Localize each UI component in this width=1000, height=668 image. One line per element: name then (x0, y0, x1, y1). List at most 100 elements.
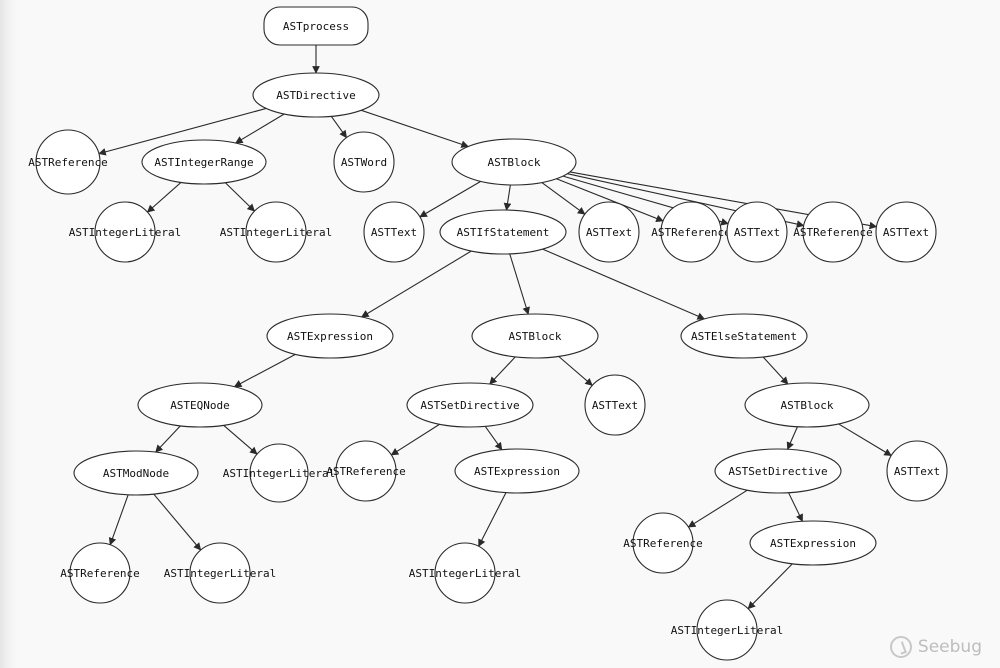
node-shape (726, 201, 788, 263)
node-label: ASTReference (651, 226, 730, 239)
tree-node: ASTReference (623, 512, 703, 574)
tree-node: ASTText (584, 374, 646, 436)
node-label: ASTElseStatement (691, 330, 797, 343)
node-shape (584, 374, 646, 436)
edge-n6-n9 (419, 180, 482, 218)
node-label: ASTIntegerLiteral (220, 226, 333, 239)
node-shape (245, 201, 307, 263)
edge-n27-n33 (788, 492, 803, 523)
node-label: ASTText (592, 399, 638, 412)
node-label: ASTIfStatement (457, 226, 550, 239)
tree-node: ASTText (363, 201, 425, 263)
tree-node: ASTReference (28, 129, 108, 195)
node-shape (875, 201, 937, 263)
edge-n18-n22 (762, 356, 789, 385)
node-label: ASTText (883, 226, 929, 239)
seebug-logo-icon (889, 636, 912, 658)
node-shape (252, 72, 380, 118)
node-label: ASTSetDirective (728, 465, 827, 478)
node-shape (141, 139, 267, 185)
edge-n2-n6 (361, 109, 469, 148)
watermark-text: Seebug (917, 637, 982, 657)
tree-node: ASTIfStatement (439, 209, 567, 255)
edge-n10-n18 (542, 248, 706, 320)
node-shape (333, 131, 395, 193)
node-shape (266, 313, 394, 359)
node-shape (189, 542, 251, 604)
node-label: ASTIntegerLiteral (69, 226, 182, 239)
watermark: Seebug (889, 636, 982, 658)
node-label: ASTIntegerRange (154, 156, 253, 169)
tree-node: ASTIntegerLiteral (164, 542, 276, 604)
edge-n16-n19 (233, 353, 296, 388)
node-shape (263, 6, 369, 46)
node-label: ASTIntegerLiteral (671, 624, 784, 637)
node-label: ASTprocess (283, 20, 349, 33)
node-label: ASTReference (28, 156, 107, 169)
edge-n6-n12 (556, 178, 664, 222)
tree-node: ASTReference (793, 201, 873, 263)
node-shape (454, 448, 580, 494)
node-label: ASTDirective (276, 89, 355, 102)
tree-node: ASTBlock (451, 138, 577, 186)
tree-node: ASTReference (651, 201, 731, 263)
node-label: ASTBlock (488, 156, 541, 169)
node-label: ASTReference (326, 465, 405, 478)
edge-n10-n17 (509, 253, 530, 315)
tree-node: ASTText (886, 440, 948, 502)
node-shape (439, 209, 567, 255)
node-shape (749, 520, 877, 566)
tree-node: ASTText (578, 201, 640, 263)
edge-n33-n34 (747, 563, 793, 610)
node-shape (69, 542, 131, 604)
tree-node: ASTExpression (454, 448, 580, 494)
tree-node: ASTExpression (749, 520, 877, 566)
tree-node: ASTBlock (744, 382, 870, 428)
node-shape (471, 313, 599, 359)
tree-node: ASTIntegerLiteral (220, 201, 333, 263)
node-shape (249, 443, 309, 503)
tree-node: ASTSetDirective (714, 448, 842, 494)
edge-n10-n16 (360, 250, 472, 318)
node-shape (680, 313, 808, 359)
tree-node: ASTReference (60, 542, 140, 604)
node-label: ASTEQNode (170, 399, 230, 412)
node-label: ASTExpression (287, 330, 373, 343)
node-shape (714, 448, 842, 494)
tree-node: ASTModNode (73, 450, 199, 496)
node-label: ASTExpression (474, 465, 560, 478)
edge-n2-n3 (98, 107, 267, 156)
edge-n4-n8 (224, 182, 256, 212)
node-shape (35, 129, 101, 195)
node-label: ASTReference (623, 537, 702, 550)
node-shape (744, 382, 870, 428)
tree-node: ASTText (875, 201, 937, 263)
node-label: ASTText (734, 226, 780, 239)
node-shape (802, 201, 864, 263)
edge-n27-n32 (687, 489, 748, 528)
tree-node: ASTEQNode (137, 382, 263, 428)
tree-node: ASTDirective (252, 72, 380, 118)
tree-node: ASTSetDirective (406, 382, 534, 428)
node-label: ASTExpression (770, 537, 856, 550)
edge-n26-n31 (478, 492, 507, 547)
node-shape (886, 440, 948, 502)
tree-node: ASTElseStatement (680, 313, 808, 359)
node-label: ASTText (586, 226, 632, 239)
node-label: ASTWord (341, 156, 387, 169)
edge-n20-n26 (484, 426, 503, 451)
node-shape (73, 450, 199, 496)
edge-n19-n23 (155, 425, 181, 453)
edge-n2-n5 (330, 116, 347, 139)
tree-node: ASTExpression (266, 313, 394, 359)
edge-n6-n11 (541, 182, 586, 215)
edge-n20-n25 (390, 423, 440, 456)
tree-node: ASTIntegerLiteral (69, 201, 182, 263)
node-label: ASTIntegerLiteral (409, 567, 522, 580)
node-shape (696, 599, 758, 661)
edge-n22-n27 (786, 426, 798, 450)
node-shape (406, 382, 534, 428)
node-label: ASTText (371, 226, 417, 239)
tree-node: ASTIntegerLiteral (409, 542, 522, 604)
edge-n17-n20 (489, 356, 516, 385)
